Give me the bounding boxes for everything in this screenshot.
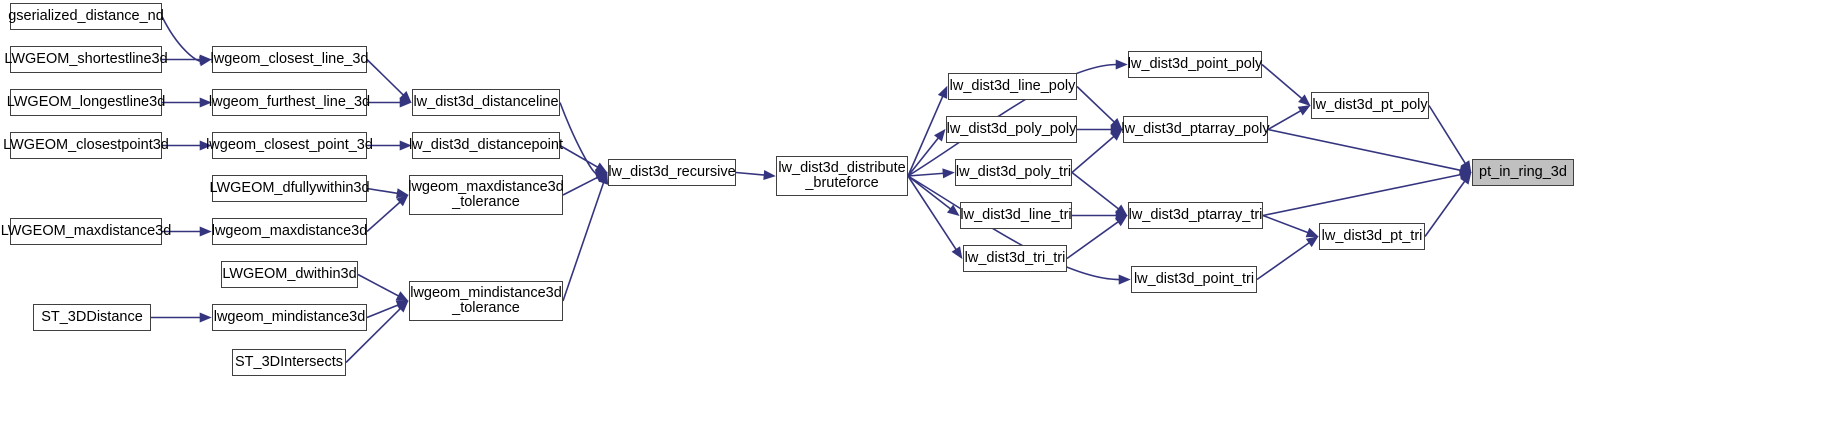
graph-edge-lw_dist3d_recursive--lw_dist3d_distribute_bruteforce xyxy=(735,169,776,181)
graph-edge-LWGEOM_dwithin3d--lwgeom_mindistance3d_tolerance xyxy=(357,273,409,302)
graph-edge-lw_dist3d_point_poly--lw_dist3d_pt_poly xyxy=(1261,63,1311,107)
graph-node-label: ST_3DIntersects xyxy=(235,353,343,370)
graph-node-label: LWGEOM_closestpoint3d xyxy=(3,136,169,153)
graph-node-lwgeom_mindistance3d[interactable]: lwgeom_mindistance3d xyxy=(212,304,367,331)
graph-node-lwgeom_mindistance3d_tolerance[interactable]: lwgeom_mindistance3d _tolerance xyxy=(409,281,563,321)
graph-edge-lw_dist3d_poly_tri--lw_dist3d_ptarray_tri xyxy=(1071,171,1128,216)
graph-node-label: lwgeom_maxdistance3d _tolerance xyxy=(408,178,564,210)
graph-node-label: LWGEOM_maxdistance3d xyxy=(0,222,172,239)
graph-edge-LWGEOM_longestline3d--lwgeom_furthest_line_3d xyxy=(162,97,212,108)
graph-node-lwgeom_closest_point_3d[interactable]: lwgeom_closest_point_3d xyxy=(206,132,373,159)
graph-node-label: gserialized_distance_nd xyxy=(8,7,164,24)
graph-node-lw_dist3d_tri_tri[interactable]: lw_dist3d_tri_tri xyxy=(963,245,1067,272)
graph-node-label: LWGEOM_dwithin3d xyxy=(222,265,357,282)
graph-node-label: lwgeom_furthest_line_3d xyxy=(208,93,371,110)
graph-edge-lw_dist3d_poly_tri--lw_dist3d_ptarray_poly xyxy=(1071,128,1123,174)
graph-node-label: LWGEOM_longestline3d xyxy=(6,93,166,110)
graph-node-lw_dist3d_pt_poly[interactable]: lw_dist3d_pt_poly xyxy=(1311,92,1429,119)
graph-node-label: lw_dist3d_point_poly xyxy=(1127,55,1263,72)
graph-edge-lw_dist3d_pt_poly--pt_in_ring_3d xyxy=(1428,105,1472,174)
graph-node-lw_dist3d_point_tri[interactable]: lw_dist3d_point_tri xyxy=(1131,266,1257,293)
graph-node-label: lwgeom_maxdistance3d xyxy=(211,222,368,239)
graph-edge-lw_dist3d_ptarray_poly--lw_dist3d_pt_poly xyxy=(1267,105,1311,131)
graph-edge-LWGEOM_closestpoint3d--lwgeom_closest_point_3d xyxy=(162,140,212,151)
graph-node-label: lw_dist3d_pt_tri xyxy=(1321,227,1423,244)
graph-edge-lw_dist3d_distribute_bruteforce--lw_dist3d_point_poly xyxy=(907,59,1128,177)
graph-node-label: lw_dist3d_distanceline xyxy=(413,93,559,110)
graph-edge-ST_3DIntersects--lwgeom_mindistance3d_tolerance xyxy=(345,300,409,364)
graph-node-label: lw_dist3d_poly_poly xyxy=(946,120,1077,137)
graph-edge-lwgeom_mindistance3d_tolerance--lw_dist3d_recursive xyxy=(562,171,609,302)
graph-node-label: lwgeom_closest_line_3d xyxy=(210,50,369,67)
graph-node-label: lw_dist3d_line_tri xyxy=(960,206,1072,223)
graph-node-label: lw_dist3d_ptarray_poly xyxy=(1121,120,1270,137)
graph-edge-lw_dist3d_ptarray_tri--pt_in_ring_3d xyxy=(1262,169,1472,217)
graph-node-lw_dist3d_poly_tri[interactable]: lw_dist3d_poly_tri xyxy=(955,159,1072,186)
graph-node-lw_dist3d_point_poly[interactable]: lw_dist3d_point_poly xyxy=(1128,51,1262,78)
graph-node-LWGEOM_longestline3d[interactable]: LWGEOM_longestline3d xyxy=(7,89,165,116)
graph-node-lwgeom_maxdistance3d[interactable]: lwgeom_maxdistance3d xyxy=(212,218,367,245)
graph-edge-lw_dist3d_distribute_bruteforce--lw_dist3d_tri_tri xyxy=(907,175,963,260)
graph-node-gserialized_distance_nd[interactable]: gserialized_distance_nd xyxy=(8,3,164,30)
graph-node-label: lw_dist3d_ptarray_tri xyxy=(1128,206,1263,223)
graph-edge-lw_dist3d_ptarray_poly--pt_in_ring_3d xyxy=(1267,128,1472,176)
graph-node-lwgeom_furthest_line_3d[interactable]: lwgeom_furthest_line_3d xyxy=(208,89,371,116)
graph-node-lw_dist3d_distanceline[interactable]: lw_dist3d_distanceline xyxy=(412,89,560,116)
graph-node-lwgeom_closest_line_3d[interactable]: lwgeom_closest_line_3d xyxy=(210,46,369,73)
graph-node-label: lw_dist3d_distribute _bruteforce xyxy=(778,159,906,191)
graph-edge-lwgeom_maxdistance3d--lwgeom_maxdistance3d_tolerance xyxy=(366,194,409,233)
graph-node-lw_dist3d_recursive[interactable]: lw_dist3d_recursive xyxy=(608,159,736,186)
graph-node-label: lwgeom_mindistance3d _tolerance xyxy=(410,284,562,316)
graph-node-lw_dist3d_distribute_bruteforce[interactable]: lw_dist3d_distribute _bruteforce xyxy=(776,156,908,196)
graph-edge-lw_dist3d_tri_tri--lw_dist3d_ptarray_tri xyxy=(1066,215,1128,260)
graph-edge-LWGEOM_dfullywithin3d--lwgeom_maxdistance3d_tolerance xyxy=(366,187,409,199)
graph-edge-lw_dist3d_ptarray_tri--lw_dist3d_pt_tri xyxy=(1262,214,1319,238)
graph-node-lw_dist3d_distancepoint[interactable]: lw_dist3d_distancepoint xyxy=(409,132,563,159)
graph-node-label: lw_dist3d_point_tri xyxy=(1133,270,1255,287)
graph-node-lw_dist3d_line_tri[interactable]: lw_dist3d_line_tri xyxy=(960,202,1072,229)
graph-node-label: lw_dist3d_pt_poly xyxy=(1312,96,1428,113)
graph-node-pt_in_ring_3d[interactable]: pt_in_ring_3d xyxy=(1472,159,1574,186)
graph-node-LWGEOM_maxdistance3d[interactable]: LWGEOM_maxdistance3d xyxy=(1,218,171,245)
graph-edge-lw_dist3d_distribute_bruteforce--lw_dist3d_point_tri xyxy=(907,175,1131,285)
graph-node-label: ST_3DDistance xyxy=(41,308,143,325)
graph-node-lw_dist3d_ptarray_poly[interactable]: lw_dist3d_ptarray_poly xyxy=(1121,116,1270,143)
graph-node-label: pt_in_ring_3d xyxy=(1479,163,1567,180)
graph-edge-lw_dist3d_distancepoint--lw_dist3d_recursive xyxy=(559,144,608,173)
graph-edge-ST_3DDistance--lwgeom_mindistance3d xyxy=(151,312,212,323)
graph-edge-lw_dist3d_line_poly--lw_dist3d_ptarray_poly xyxy=(1076,85,1123,131)
graph-node-label: lw_dist3d_distancepoint xyxy=(409,136,563,153)
graph-node-label: lw_dist3d_tri_tri xyxy=(964,249,1066,266)
graph-node-lwgeom_maxdistance3d_tolerance[interactable]: lwgeom_maxdistance3d _tolerance xyxy=(408,175,564,215)
graph-node-LWGEOM_shortestline3d[interactable]: LWGEOM_shortestline3d xyxy=(4,46,168,73)
graph-edge-lw_dist3d_distribute_bruteforce--lw_dist3d_poly_poly xyxy=(907,128,946,177)
graph-edge-lwgeom_furthest_line_3d--lw_dist3d_distanceline xyxy=(367,97,412,108)
graph-edge-lwgeom_closest_line_3d--lw_dist3d_distanceline xyxy=(366,58,412,104)
graph-edge-LWGEOM_maxdistance3d--lwgeom_maxdistance3d xyxy=(162,226,212,237)
graph-node-label: lw_dist3d_poly_tri xyxy=(955,163,1072,180)
graph-node-label: lwgeom_closest_point_3d xyxy=(206,136,373,153)
graph-node-LWGEOM_closestpoint3d[interactable]: LWGEOM_closestpoint3d xyxy=(3,132,169,159)
graph-node-label: LWGEOM_dfullywithin3d xyxy=(209,179,370,196)
graph-node-label: LWGEOM_shortestline3d xyxy=(4,50,168,67)
graph-node-lw_dist3d_poly_poly[interactable]: lw_dist3d_poly_poly xyxy=(946,116,1077,143)
graph-node-label: lw_dist3d_line_poly xyxy=(949,77,1076,94)
graph-node-lw_dist3d_pt_tri[interactable]: lw_dist3d_pt_tri xyxy=(1319,223,1425,250)
graph-node-LWGEOM_dwithin3d[interactable]: LWGEOM_dwithin3d xyxy=(221,261,358,288)
graph-node-lw_dist3d_line_poly[interactable]: lw_dist3d_line_poly xyxy=(948,73,1077,100)
graph-node-ST_3DIntersects[interactable]: ST_3DIntersects xyxy=(232,349,346,376)
graph-node-ST_3DDistance[interactable]: ST_3DDistance xyxy=(33,304,151,331)
graph-node-lw_dist3d_ptarray_tri[interactable]: lw_dist3d_ptarray_tri xyxy=(1128,202,1263,229)
graph-node-LWGEOM_dfullywithin3d[interactable]: LWGEOM_dfullywithin3d xyxy=(209,175,370,202)
graph-edge-lwgeom_closest_point_3d--lw_dist3d_distancepoint xyxy=(367,140,412,151)
graph-edge-lw_dist3d_distribute_bruteforce--lw_dist3d_line_tri xyxy=(907,175,960,216)
graph-node-label: lwgeom_mindistance3d xyxy=(213,308,366,325)
graph-edge-lw_dist3d_distribute_bruteforce--lw_dist3d_line_poly xyxy=(907,85,948,177)
graph-edge-lw_dist3d_point_tri--lw_dist3d_pt_tri xyxy=(1256,236,1319,281)
graph-edge-LWGEOM_shortestline3d--lwgeom_closest_line_3d xyxy=(162,54,212,65)
graph-edge-lw_dist3d_pt_tri--pt_in_ring_3d xyxy=(1424,171,1472,237)
graph-node-label: lw_dist3d_recursive xyxy=(608,163,736,180)
graph-edge-lw_dist3d_distribute_bruteforce--lw_dist3d_poly_tri xyxy=(907,168,955,179)
